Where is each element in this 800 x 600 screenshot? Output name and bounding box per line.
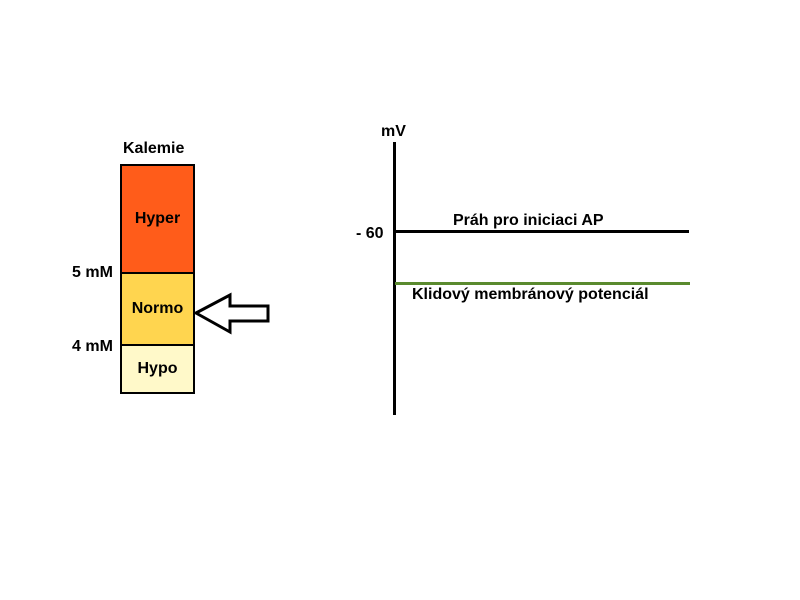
tick-minus-60-label: - 60 (356, 225, 384, 242)
resting-potential-line (395, 282, 690, 285)
resting-potential-label: Klidový membránový potenciál (412, 286, 649, 303)
mv-axis-label: mV (381, 123, 406, 140)
tick-4mm-label: 4 mM (72, 338, 113, 355)
threshold-line (395, 230, 689, 233)
hypo-segment: Hypo (122, 344, 193, 392)
hyper-segment: Hyper (122, 166, 193, 272)
mv-axis (393, 142, 396, 415)
tick-5mm-label: 5 mM (72, 264, 113, 281)
kalemie-bar: Hyper Normo Hypo (120, 164, 195, 394)
threshold-label: Práh pro iniciaci AP (453, 212, 604, 229)
normo-segment: Normo (122, 272, 193, 344)
pointer-arrow-icon (193, 292, 270, 335)
kalemie-title: Kalemie (123, 140, 185, 157)
